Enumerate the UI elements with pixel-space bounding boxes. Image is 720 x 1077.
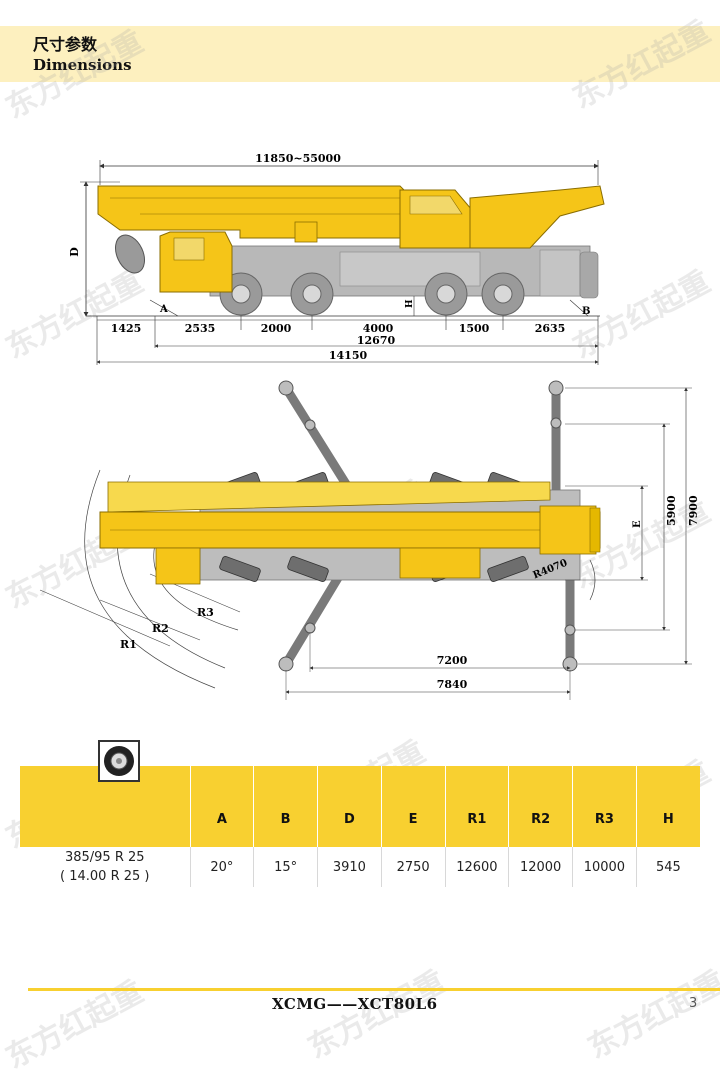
- width-e: E: [632, 520, 643, 528]
- dimension-table: A B D E R1 R2 R3 H 385/95 R 25 ( 14.00 R…: [20, 740, 700, 887]
- height-d-label: D: [68, 247, 81, 257]
- column-header: B: [253, 766, 318, 847]
- column-header: D: [317, 766, 382, 847]
- column-header: R1: [444, 766, 509, 847]
- dim-wheelbase-total: 12670: [357, 334, 396, 347]
- dim-segment-2: 2535: [185, 322, 216, 335]
- table-cell: 10000: [572, 847, 637, 887]
- column-header: A: [189, 766, 254, 847]
- tire-spec-line2: ( 14.00 R 25 ): [60, 869, 150, 884]
- table-cell: 2750: [380, 847, 445, 887]
- longitudinal-inner: 7200: [437, 654, 468, 667]
- section-header: 尺寸参数 Dimensions: [0, 26, 720, 82]
- page-number: 3: [689, 996, 698, 1011]
- column-header: H: [635, 766, 700, 847]
- counterweight: [469, 185, 605, 249]
- table-cell: 12600: [444, 847, 509, 887]
- dim-segment-6: 2635: [535, 322, 566, 335]
- approach-angle-a: A: [159, 304, 168, 315]
- telescopic-boom: [97, 185, 411, 239]
- tire-icon: [98, 740, 140, 782]
- column-header: E: [380, 766, 445, 847]
- column-header: R2: [508, 766, 573, 847]
- crane-dimension-drawing: 11850~55000 D: [39, 152, 700, 700]
- side-view: 11850~55000 D: [68, 152, 605, 365]
- boom-length-label: 11850~55000: [255, 152, 341, 165]
- tire-spec-line1: 385/95 R 25: [64, 850, 145, 865]
- dim-segment-3: 2000: [261, 322, 292, 335]
- section-title-en: Dimensions: [33, 56, 132, 74]
- dim-segment-1: 1425: [111, 322, 142, 335]
- table-cell: 12000: [508, 847, 573, 887]
- top-view: R1 R2 R3: [39, 380, 700, 700]
- departure-angle-b: B: [582, 306, 590, 317]
- watermark: 东方红起重: [0, 974, 150, 1076]
- hook-block: [114, 234, 146, 274]
- table-row: 385/95 R 25 ( 14.00 R 25 ) 20° 15° 3910 …: [20, 847, 700, 887]
- longitudinal-outer: 7840: [437, 678, 468, 691]
- dim-overall-length: 14150: [329, 349, 368, 362]
- table-cell: 545: [635, 847, 700, 887]
- watermark: 东方红起重: [582, 964, 720, 1066]
- radius-r1: R1: [120, 638, 137, 651]
- outrigger-span-inner: 5900: [665, 495, 678, 526]
- radius-r2: R2: [152, 622, 169, 635]
- section-title-zh: 尺寸参数: [33, 35, 98, 54]
- dim-segment-4: 4000: [363, 322, 394, 335]
- footer-divider: [28, 988, 720, 991]
- tire-header-cell: [20, 740, 190, 847]
- table-cell: 20°: [189, 847, 254, 887]
- dim-segment-5: 1500: [459, 322, 490, 335]
- footer-model-title: XCMG——XCT80L6: [272, 995, 438, 1013]
- lattice-jib: [107, 481, 551, 513]
- table-header-row: A B D E R1 R2 R3 H: [20, 740, 700, 847]
- outrigger-span-outer: 7900: [687, 495, 700, 526]
- ground-clearance-h: H: [405, 299, 415, 308]
- tire-spec-cell: 385/95 R 25 ( 14.00 R 25 ): [20, 847, 190, 887]
- table-cell: 3910: [317, 847, 382, 887]
- column-header: R3: [572, 766, 637, 847]
- radius-r3: R3: [197, 606, 214, 619]
- table-cell: 15°: [253, 847, 318, 887]
